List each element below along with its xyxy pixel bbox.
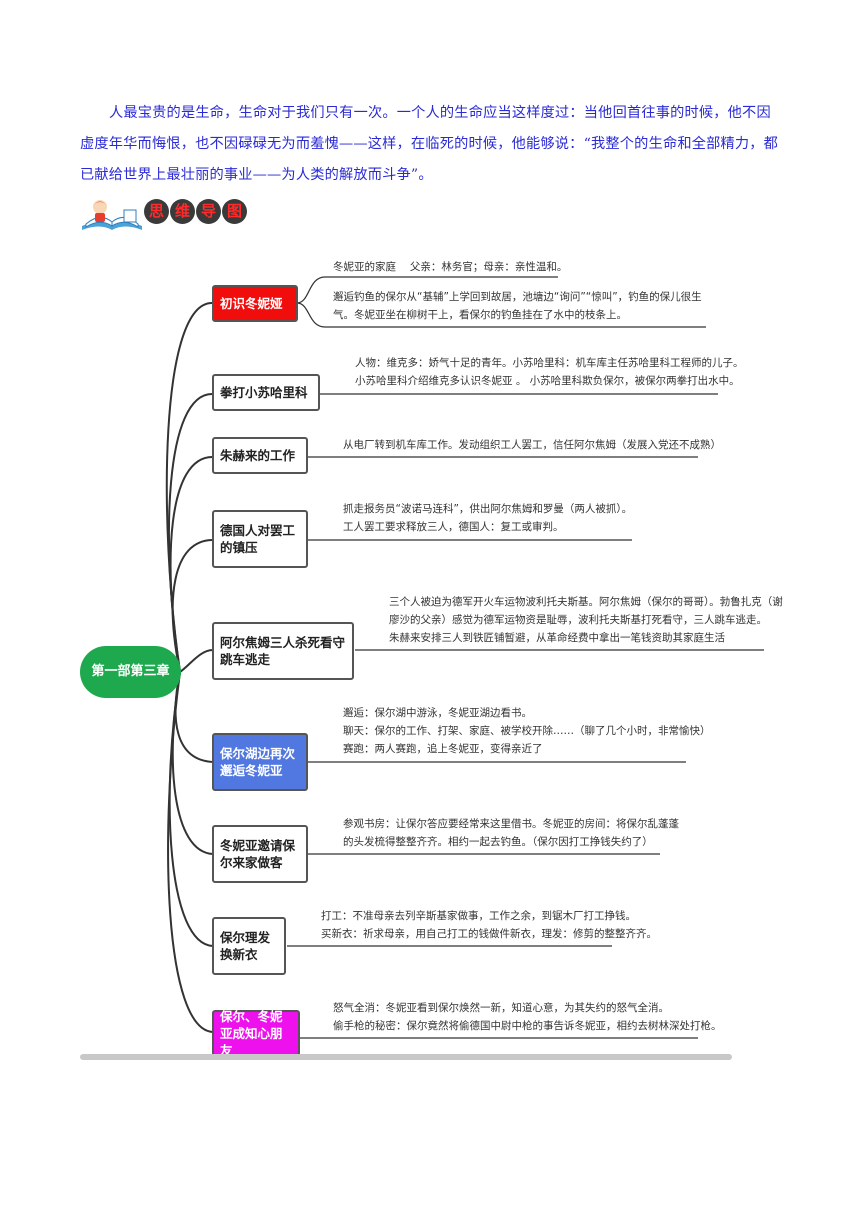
leaf-text: 邂逅钓鱼的保尔从“基辅”上学回到故居，池塘边“询问”“惊叫”，钓鱼的保儿很生 [333,291,702,303]
branch-node-zhuhelai-work: 朱赫来的工作 [212,437,308,474]
quote-paragraph: 人最宝贵的是生命，生命对于我们只有一次。一个人的生命应当这样度过：当他回首往事的… [80,105,779,183]
leaf-text: 冬妮亚的家庭 父亲：林务官；母亲：亲性温和。 [333,261,568,273]
leaf-text: 抓走报务员“波诺马连科”，供出阿尔焦姆和罗曼（两人被抓）。 [343,503,633,515]
branch-node-invitation: 冬妮亚邀请保尔来家做客 [212,825,308,883]
branch-node-first-meeting: 初识冬妮娅 [212,285,298,322]
leaf-text: 赛跑：两人赛跑，追上冬妮亚，变得亲近了 [343,743,543,755]
horizontal-scrollbar[interactable] [80,1054,732,1060]
heading-char-wei: 维 [170,199,195,224]
leaf-text: 打工：不准母亲去列辛斯基家做事，工作之余，到锯木厂打工挣钱。 [321,910,636,922]
branch-node-escape: 阿尔焦姆三人杀死看守跳车逃走 [212,622,354,680]
leaf-text: 朱赫来安排三人到铁匠铺暂避，从革命经费中拿出一笔钱资助其家庭生活 [389,632,725,644]
branch-node-strike-suppression: 德国人对罢工的镇压 [212,510,308,568]
branch-node-lakeside: 保尔湖边再次邂逅冬妮亚 [212,733,308,791]
branch-node-fight: 拳打小苏哈里科 [212,374,320,411]
leaf-text: 的头发梳得整整齐齐。相约一起去钓鱼。（保尔因打工挣钱失约了） [343,836,653,848]
leaf-text: 买新衣：祈求母亲，用自己打工的钱做件新衣，理发：修剪的整整齐齐。 [321,928,657,940]
branch-node-new-clothes: 保尔理发换新衣 [212,917,286,975]
leaf-text: 怒气全消：冬妮亚看到保尔焕然一新，知道心意，为其失约的怒气全消。 [333,1002,669,1014]
mindmap-heading: 思 维 导 图 [80,196,250,232]
heading-char-tu: 图 [222,199,247,224]
leaf-text: 人物：维克多：娇气十足的青年。小苏哈里科：机车库主任苏哈里科工程师的儿子。 [355,357,744,369]
leaf-text: 从电厂转到机车库工作。发动组织工人罢工，信任阿尔焦姆（发展入党还不成熟） [343,439,721,451]
heading-char-si: 思 [144,199,169,224]
leaf-text: 工人罢工要求释放三人，德国人：复工或审判。 [343,521,564,533]
branch-node-friends: 保尔、冬妮亚成知心朋友 [212,1009,300,1058]
leaf-text: 气。冬妮亚坐在柳树干上，看保尔的钓鱼挂在了水中的枝条上。 [333,309,627,321]
heading-char-dao: 导 [196,199,221,224]
leaf-text: 廖沙的父亲）感觉为德军运物资是耻辱，波利托夫斯基打死看守，三人跳车逃走。 [389,614,767,626]
leaf-text: 偷手枪的秘密：保尔竟然将偷德国中尉中枪的事告诉冬妮亚，相约去树林深处打枪。 [333,1020,722,1032]
leaf-text: 邂逅：保尔湖中游泳，冬妮亚湖边看书。 [343,707,532,719]
leaf-text: 聊天：保尔的工作、打架、家庭、被学校开除……（聊了几个小时，非常愉快） [343,725,711,737]
reading-child-book-icon [82,200,142,230]
mindmap-root: 第一部第三章 [80,646,181,698]
leaf-text: 参观书房：让保尔答应要经常来这里借书。冬妮亚的房间：将保尔乱蓬蓬 [343,818,679,830]
leaf-text: 三个人被迫为德军开火车运物波利托夫斯基。阿尔焦姆（保尔的哥哥）。勃鲁扎克（谢 [389,596,783,608]
leaf-text: 小苏哈里科介绍维克多认识冬妮亚 。 小苏哈里科欺负保尔，被保尔两拳打出水中。 [355,375,740,387]
